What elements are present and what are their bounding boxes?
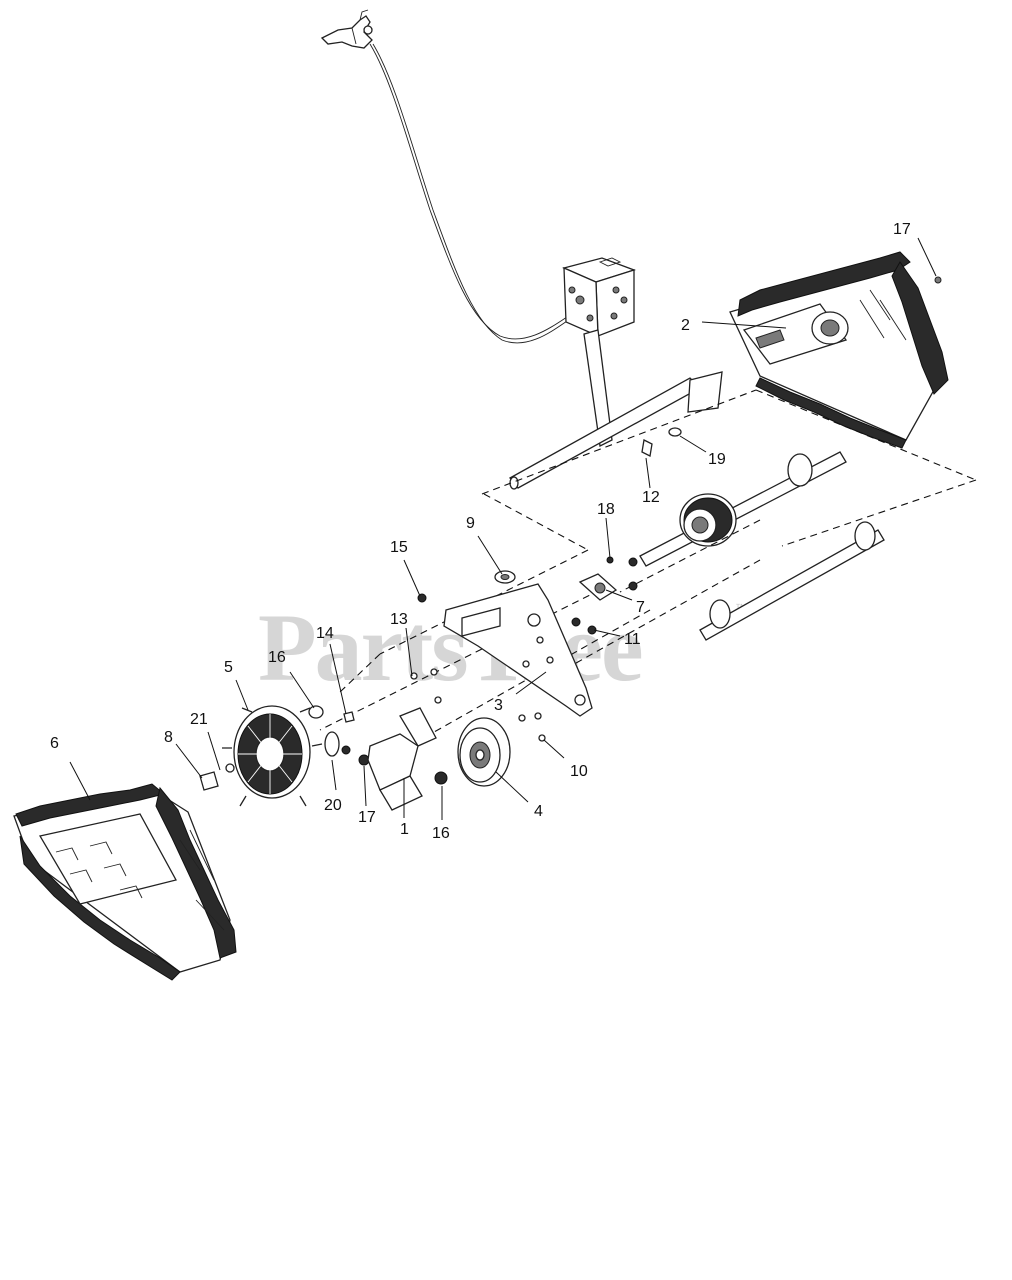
callout-2: 2 [681, 317, 690, 334]
leader-lines [69, 237, 937, 820]
lower-axle [699, 521, 885, 641]
drive-sprocket [222, 705, 323, 807]
callout-15: 15 [390, 539, 408, 556]
callout-1: 1 [400, 821, 409, 838]
bracket [367, 707, 437, 811]
rear-axle [639, 451, 847, 567]
callout-18: 18 [597, 501, 615, 518]
callout-17-top: 17 [893, 221, 911, 238]
callout-9: 9 [466, 515, 475, 532]
cross-shaft [509, 371, 723, 490]
callout-17-bottom: 17 [358, 809, 376, 826]
callout-6: 6 [50, 735, 59, 752]
callout-19: 19 [708, 451, 726, 468]
callout-5: 5 [224, 659, 233, 676]
callout-10: 10 [570, 763, 588, 780]
callout-11: 11 [624, 631, 641, 648]
assembly-lines [319, 389, 977, 741]
control-cable [369, 43, 579, 340]
callout-8: 8 [164, 729, 173, 746]
right-track [729, 251, 949, 449]
left-track [13, 783, 237, 981]
callout-14: 14 [316, 625, 334, 642]
callout-4: 4 [534, 803, 543, 820]
callout-12: 12 [642, 489, 660, 506]
callout-16-bottom: 16 [432, 825, 450, 842]
idler-wheel [457, 717, 511, 787]
hardware [199, 276, 942, 791]
callout-13: 13 [390, 611, 408, 628]
steering-arm [583, 329, 613, 447]
callout-21: 21 [190, 711, 208, 728]
control-lever [320, 9, 373, 49]
callout-7: 7 [636, 599, 645, 616]
valve-block [562, 257, 636, 338]
callout-3: 3 [494, 697, 503, 714]
side-plate [443, 583, 593, 717]
callout-16-left: 16 [268, 649, 286, 666]
callout-20: 20 [324, 797, 342, 814]
callouts: 17 2 19 12 18 9 15 7 13 11 14 16 5 3 21 … [50, 221, 911, 842]
